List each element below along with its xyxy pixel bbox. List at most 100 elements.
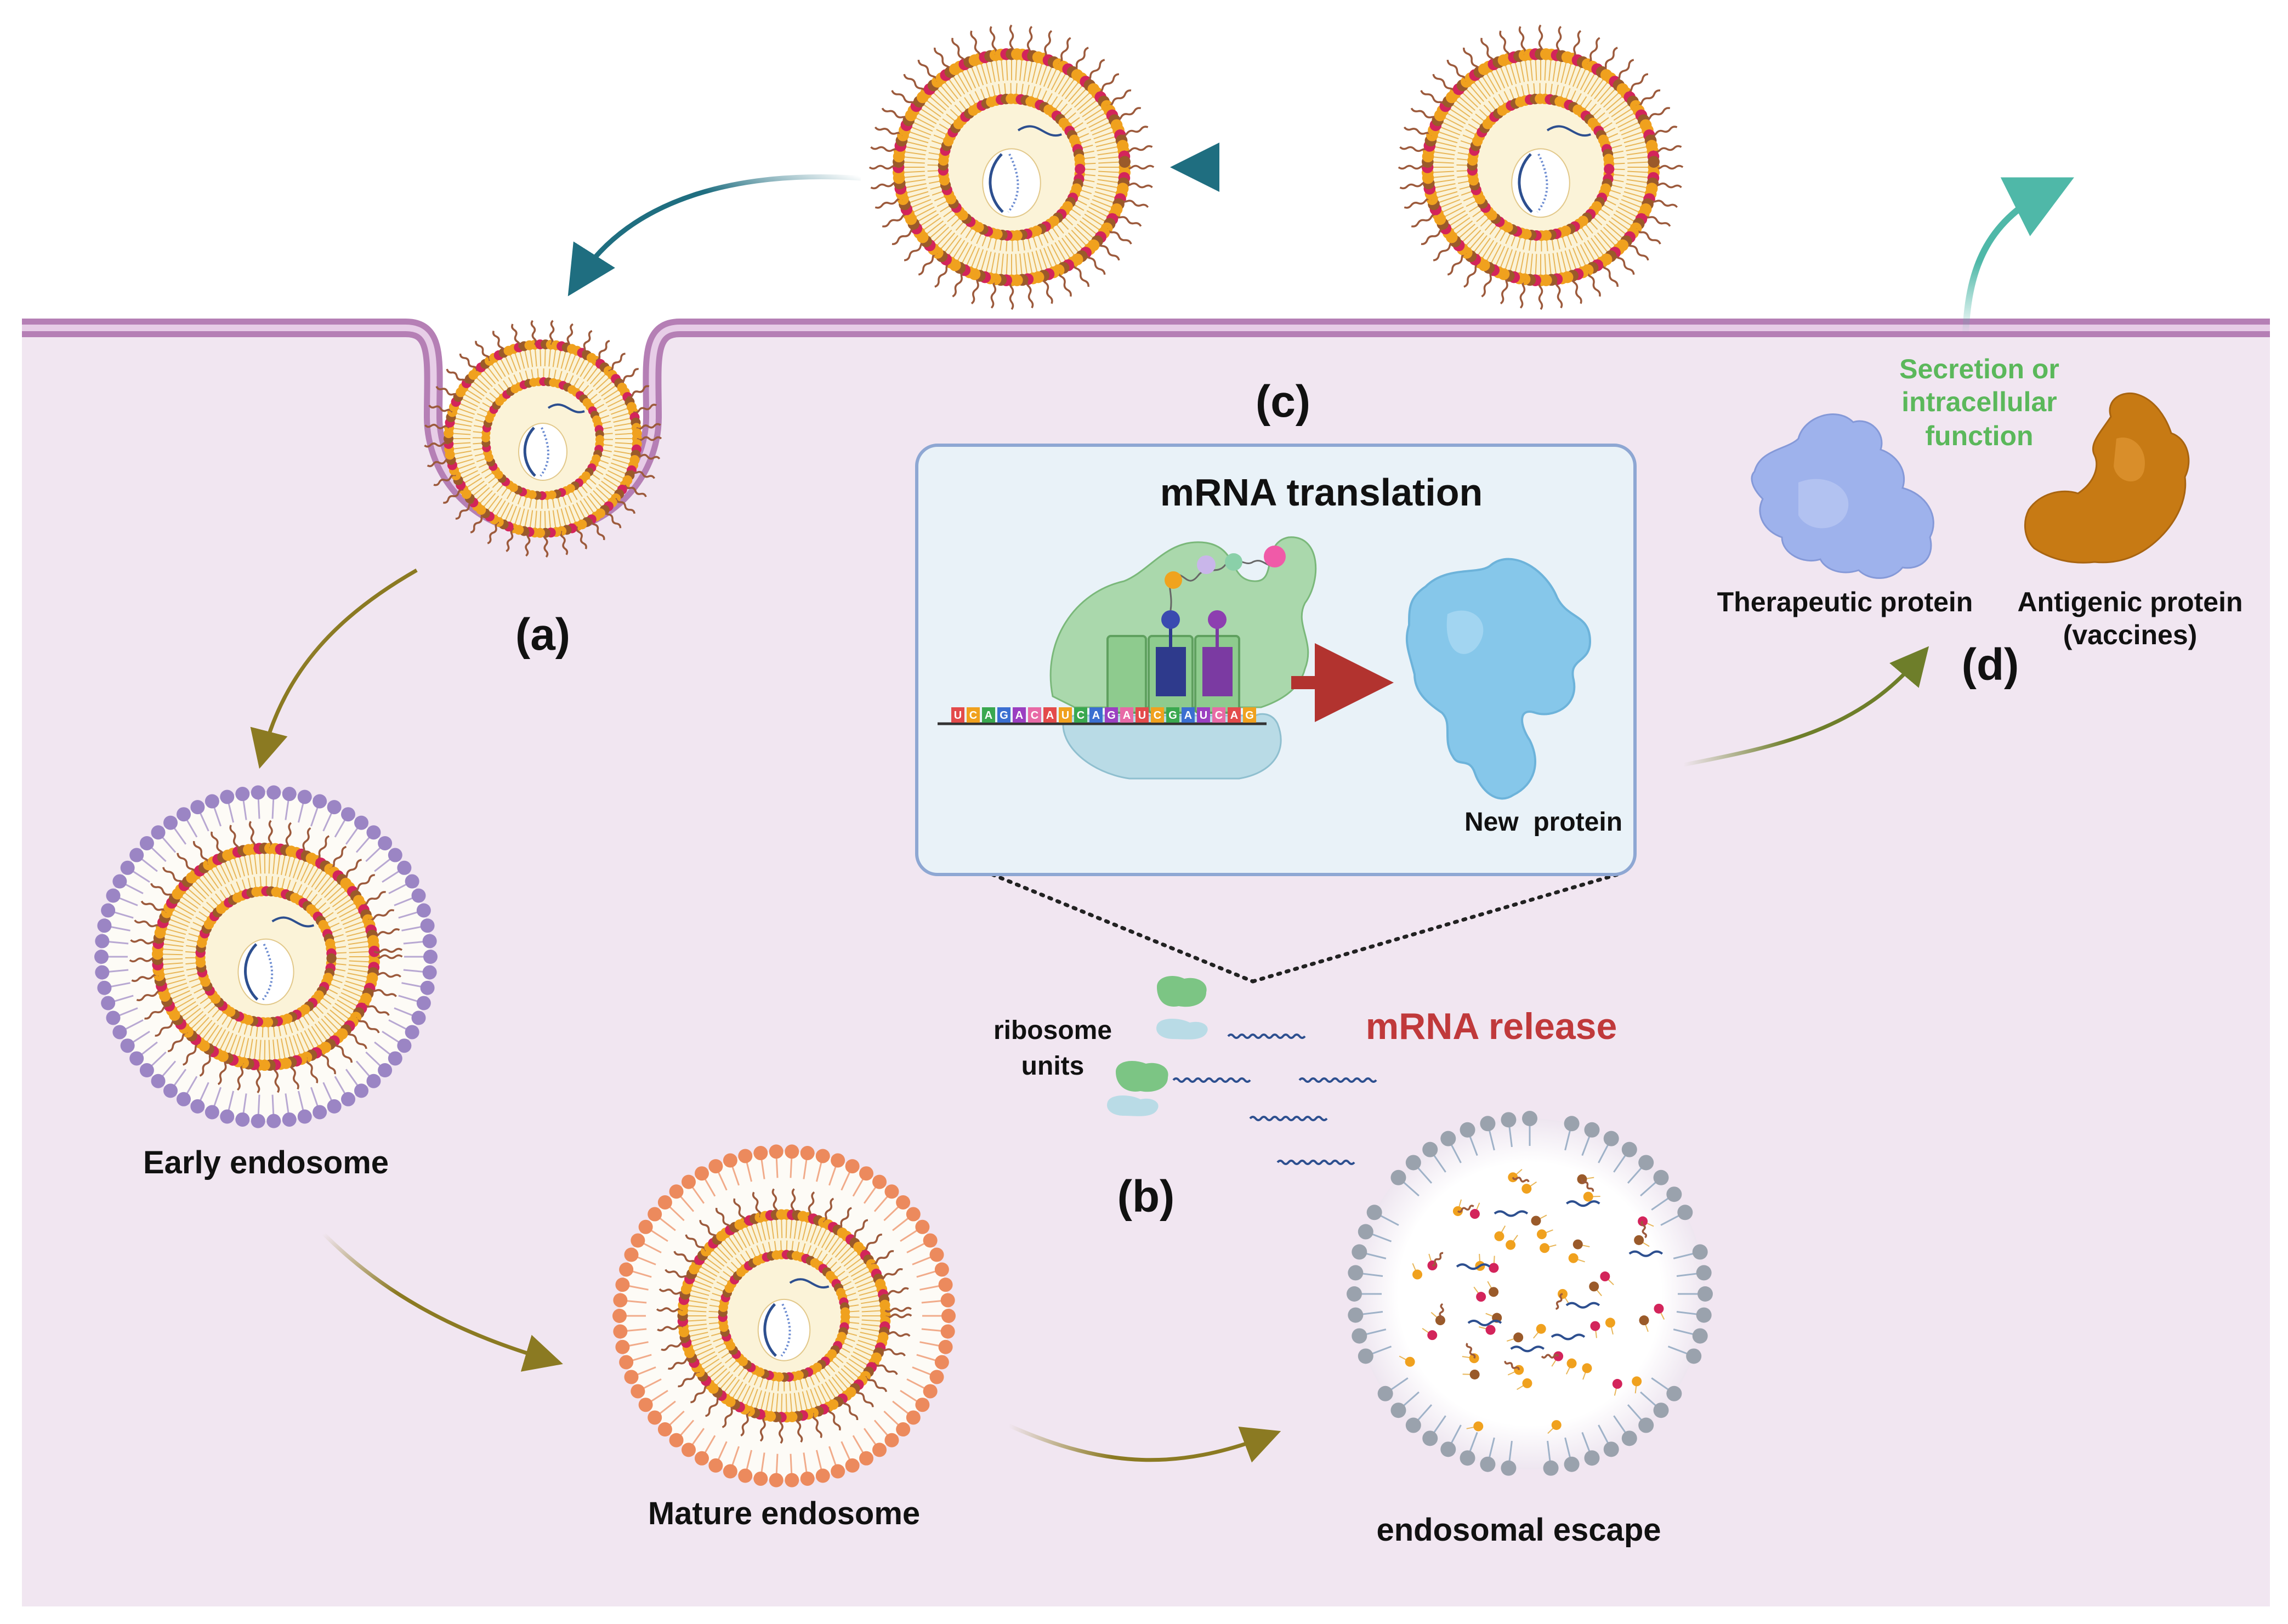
endosome-lipid-head	[785, 1473, 799, 1487]
peg-chain	[345, 1030, 367, 1049]
scattered-lipid	[1485, 1325, 1496, 1335]
peg-chain	[1085, 252, 1106, 275]
escape-lipid-head	[1480, 1116, 1496, 1132]
peg-chain	[1042, 275, 1053, 304]
label-secretion-2: intracellular	[1901, 387, 2057, 417]
peg-chain	[827, 1406, 841, 1431]
codon-block	[982, 707, 995, 723]
peg-chain	[673, 1251, 698, 1265]
peg-chain	[248, 821, 256, 850]
arrow-secretion	[1962, 177, 2074, 335]
peg-chain	[796, 1416, 803, 1443]
peg-chain	[690, 1383, 710, 1404]
codon-letter: G	[1245, 709, 1254, 722]
endosome-lipid-head	[872, 1174, 887, 1189]
peg-chain	[1009, 24, 1014, 55]
escaped-mrna	[1565, 1302, 1600, 1309]
endosome-lipid-head	[251, 785, 265, 800]
label-antigenic-protein-2: (vaccines)	[2063, 620, 2198, 650]
scattered-peg	[1504, 1361, 1520, 1370]
peg-chain	[1026, 26, 1033, 56]
escape-lipid-head	[1460, 1450, 1475, 1466]
scattered-lipid	[1412, 1269, 1423, 1280]
endosome-lipid-head	[613, 1324, 628, 1339]
peg-chain	[285, 822, 292, 851]
released-mrna-strand	[1249, 1116, 1328, 1121]
endosome-lipid-head	[708, 1458, 723, 1473]
lnp-aqueous-core	[1511, 148, 1570, 218]
peg-chain	[1411, 213, 1438, 228]
endosome-lipid-head	[938, 1277, 953, 1292]
endosome-lipid-head	[420, 918, 435, 933]
endosome-lipid-head	[354, 815, 369, 830]
escape-lipid-head	[1460, 1122, 1475, 1138]
endosome-lipid-head	[940, 1293, 955, 1308]
escape-lipid-head	[1501, 1112, 1517, 1128]
peg-chain	[575, 526, 587, 549]
escape-lipid-head	[1390, 1402, 1406, 1418]
peg-chain	[162, 867, 185, 886]
peg-chain	[884, 1313, 912, 1319]
peg-chain	[433, 474, 457, 486]
encapsulated-mrna-a	[763, 1303, 777, 1357]
endosome-lipid-head	[190, 1099, 205, 1114]
peg-chain	[320, 1050, 336, 1075]
peg-chain	[1026, 279, 1034, 309]
codon-letter: G	[1168, 709, 1177, 722]
escape-lipid-head	[1666, 1186, 1682, 1202]
peg-chain	[1404, 197, 1433, 209]
peg-chain	[1519, 279, 1526, 309]
peg-chain	[1626, 73, 1649, 94]
escape-lipid-head	[1422, 1430, 1438, 1446]
escaped-mrna	[1628, 1250, 1664, 1257]
endosome-lipid-head	[695, 1166, 709, 1181]
scattered-lipid	[1590, 1321, 1600, 1331]
peg-chain	[470, 512, 486, 533]
peg-chain	[1555, 26, 1562, 56]
labels: (a) (b) (c) (d) Early endosome Mature en…	[143, 354, 2243, 1548]
escape-lipid-head	[1352, 1244, 1367, 1260]
arrow-to-early-endosome	[250, 568, 418, 769]
peg-chain	[868, 164, 899, 170]
endosome-lipid-head	[205, 1105, 219, 1120]
endosome-lipid-head	[923, 1384, 938, 1399]
peg-chain	[1463, 47, 1481, 72]
encapsulated-mrna-2	[789, 1278, 830, 1289]
lipid-nanoparticle-outside-right	[1398, 24, 1684, 310]
peg-chain	[837, 1207, 852, 1231]
peg-chain	[455, 501, 474, 520]
codon-block	[967, 707, 980, 723]
peg-chain	[1649, 126, 1678, 137]
peg-chain	[884, 1307, 912, 1313]
scattered-lipid	[1521, 1184, 1532, 1194]
endosome-lipid-head	[112, 1025, 127, 1040]
endosome-lipid-head	[405, 1025, 419, 1040]
endosome-lipid-head	[831, 1464, 845, 1479]
lnp-aqueous-core	[518, 423, 567, 481]
endosome-lipid-head	[397, 860, 412, 875]
endosome-lipid-head	[923, 1233, 938, 1248]
peg-chain	[1480, 37, 1495, 65]
scattered-lipid	[1531, 1216, 1541, 1226]
peg-chain	[615, 498, 635, 514]
peg-chain	[989, 26, 997, 56]
scattered-lipid	[1612, 1379, 1622, 1389]
arrow-to-endosomal-escape	[1008, 1423, 1281, 1463]
escaped-mrna	[1494, 1210, 1529, 1217]
endosome-lipid-head	[669, 1433, 684, 1447]
escape-lipid-head	[1621, 1142, 1637, 1157]
peg-chain	[1124, 164, 1155, 170]
scattered-lipid	[1513, 1332, 1524, 1343]
encapsulated-mrna-a	[989, 153, 1004, 213]
endosome-lipid-head	[769, 1473, 784, 1487]
peg-chain	[904, 240, 927, 262]
peg-chain	[355, 1017, 380, 1034]
endosome-lipid-head	[800, 1146, 815, 1161]
peg-chain	[1058, 37, 1071, 65]
peg-chain	[874, 126, 904, 136]
peg-chain	[879, 1347, 906, 1356]
endosome-lipid-head	[845, 1159, 860, 1174]
peg-chain	[870, 181, 900, 190]
peg-chain	[1571, 275, 1582, 304]
peg-chain	[618, 368, 639, 384]
